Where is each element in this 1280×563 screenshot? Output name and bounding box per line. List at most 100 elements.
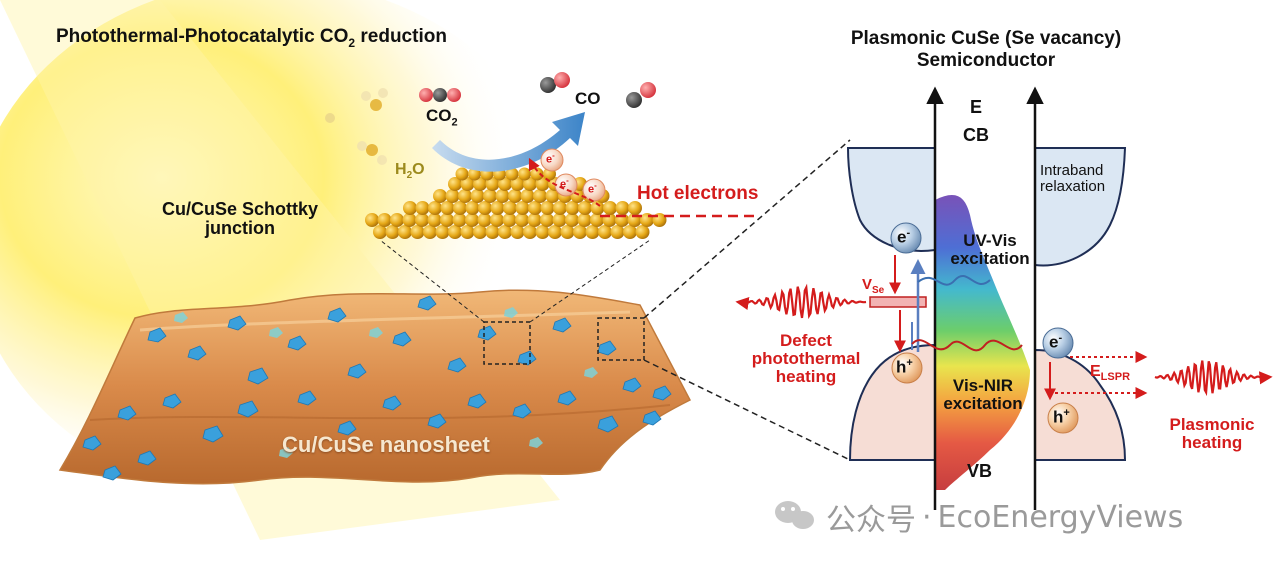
gold-particle [448, 225, 462, 239]
gold-particle [403, 201, 417, 215]
gold-particle [385, 225, 400, 239]
gold-particle [610, 225, 625, 239]
gold-particle [473, 177, 487, 191]
cb-band-right [1034, 147, 1127, 267]
watermark: 公众号 · EcoEnergyViews [826, 495, 1183, 539]
gold-particle [502, 213, 517, 227]
gold-particle [540, 213, 554, 227]
gold-particle [465, 201, 480, 215]
gold-particle [573, 225, 587, 239]
defect-line1: Defect [780, 331, 832, 350]
gold-particle [553, 201, 567, 215]
zoom-line-1b [529, 239, 651, 323]
plasmonic-line1: Plasmonic [1169, 415, 1255, 434]
gold-particle [477, 213, 492, 227]
co2-sub: 2 [451, 116, 458, 129]
electron-charge: - [552, 151, 555, 160]
gold-particle [545, 189, 560, 203]
lspr-lines [1055, 351, 1148, 399]
gold-particle [527, 213, 542, 227]
gold-particle [490, 201, 505, 215]
co2-main: CO [426, 106, 452, 125]
nanosheet-label: Cu/CuSe nanosheet [282, 433, 490, 456]
h2o-main: H [395, 161, 407, 178]
gold-particle [433, 189, 447, 203]
plasmonic-heating-label: Plasmonic heating [1169, 416, 1254, 452]
schottky-line2: junction [205, 217, 275, 238]
defect-line2: photothermal [751, 348, 861, 368]
uv-vis-line1: UV-Vis [963, 231, 1017, 250]
plasmonic-line2: heating [1181, 432, 1243, 452]
gold-particle [410, 225, 425, 239]
gold-particle [478, 201, 492, 215]
defect-heat-wave [735, 283, 867, 320]
plasmonic-heat-wave [1154, 360, 1273, 397]
gold-particle [365, 213, 379, 227]
gold-particle [523, 225, 537, 239]
vis-nir-line2: excitation [943, 393, 1023, 413]
gold-particle [440, 213, 454, 227]
co-molecule-2 [626, 82, 656, 108]
left-electron-2: e- [560, 176, 569, 191]
hole-ball-right [1047, 402, 1079, 434]
gold-particle [460, 225, 475, 239]
schottky-label: Cu/CuSe Schottky junction [162, 200, 318, 238]
electron-symbol: e [546, 153, 553, 166]
gold-particle [498, 177, 512, 191]
gold-particle [390, 213, 404, 227]
reaction-arrow [432, 112, 585, 172]
vse-main: V [862, 276, 873, 293]
gold-particle [533, 189, 547, 203]
left-electrons [528, 148, 606, 207]
gold-particle [598, 225, 612, 239]
co2-molecule [419, 88, 461, 102]
electron-symbol: e [588, 183, 595, 196]
hole-symbol: h [1053, 407, 1064, 427]
gold-particle [455, 167, 469, 181]
co2-label: CO2 [426, 107, 458, 129]
vacancy-level [869, 296, 927, 308]
electron-charge: - [906, 227, 911, 239]
energy-axis-label: E [970, 98, 982, 117]
electron-right-label: e- [1049, 332, 1062, 352]
gold-particle [548, 225, 562, 239]
gold-particle [470, 189, 485, 203]
gold-particle [528, 201, 542, 215]
defect-heating-label: Defect photothermal heating [752, 332, 861, 386]
left-electron-1: e- [546, 151, 555, 166]
uv-vis-line2: excitation [950, 248, 1030, 268]
hot-electrons-text: Hot electrons [637, 183, 759, 204]
gold-particle [635, 225, 650, 239]
gold-particle [515, 201, 530, 215]
hole-vb-label: h+ [896, 357, 913, 377]
gold-particle [435, 225, 450, 239]
gold-particle [578, 201, 592, 215]
intraband-line2: relaxation [1040, 177, 1106, 195]
intraband-label: Intraband relaxation [1040, 163, 1105, 195]
gold-particle [445, 189, 460, 203]
watermark-brand: 公众号 [826, 503, 916, 538]
vb-text: VB [967, 461, 993, 481]
gold-particle [483, 189, 497, 203]
gold-particle [508, 189, 522, 203]
hot-electrons-label: Hot electrons [637, 184, 758, 204]
left-panel-title: Photothermal-Photocatalytic CO2 reductio… [56, 27, 447, 50]
gold-particle [590, 201, 605, 215]
water-molecules [325, 88, 388, 165]
gold-particle [585, 225, 600, 239]
vse-label: VSe [862, 277, 884, 297]
co-molecule-1 [540, 72, 570, 93]
gold-particle [623, 225, 637, 239]
flakes [82, 295, 672, 481]
wechat-icon [775, 501, 814, 529]
zoom-line-2a [643, 139, 851, 319]
gold-particle [485, 177, 500, 191]
gold-particle [628, 201, 642, 215]
gold-particle [510, 177, 525, 191]
cb-label: CB [963, 126, 989, 145]
defect-line3: heating [775, 366, 837, 386]
schottky-line1: Cu/CuSe Schottky [161, 199, 319, 219]
gold-particle [373, 225, 387, 239]
gold-particle [565, 201, 580, 215]
